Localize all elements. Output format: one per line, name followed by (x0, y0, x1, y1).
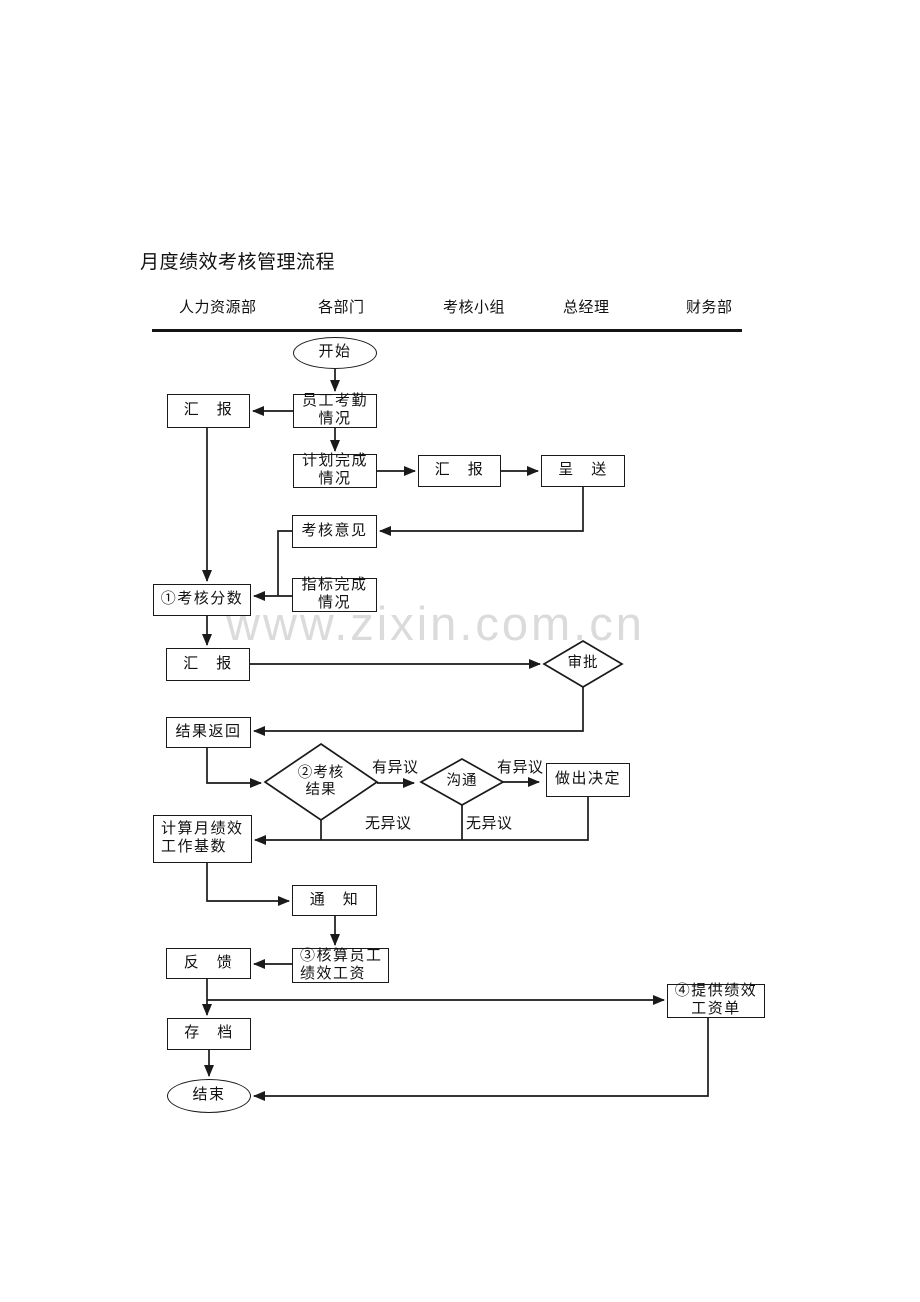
node-provide-payslip: ④提供绩效 工资单 (667, 983, 765, 1018)
page-title: 月度绩效考核管理流程 (140, 252, 336, 273)
edge-result-return-assessment-result (206, 748, 262, 788)
node-plan-completion: 计划完成 情况 (293, 453, 377, 488)
node-calc-base: 计算月绩效 工作基数 (153, 815, 252, 863)
edge-label-no-objection-2: 无异议 (466, 816, 513, 832)
assessment-result-diamond (263, 742, 379, 822)
edge-opinion-junction (277, 530, 292, 596)
node-start: 开始 (293, 337, 377, 369)
edge-approve-result-return (253, 687, 584, 736)
node-result-return: 结果返回 (166, 717, 251, 748)
node-report1: 汇 报 (167, 394, 250, 428)
edge-payslip-end (253, 1018, 709, 1101)
node-attendance: 员工考勤 情况 (293, 393, 377, 428)
node-communicate-label: 沟通 (446, 773, 478, 790)
node-notify: 通 知 (292, 885, 377, 916)
node-make-decision: 做出决定 (546, 763, 630, 797)
lane-header-general-manager: 总经理 (563, 300, 610, 316)
node-report3: 汇 报 (166, 648, 250, 681)
node-archive: 存 档 (167, 1018, 251, 1050)
edge-label-objection-1: 有异议 (372, 760, 419, 776)
approve-diamond (542, 640, 624, 688)
lane-header-hr: 人力资源部 (179, 300, 257, 316)
node-submit: 呈 送 (541, 455, 625, 487)
node-calc-salary: ③核算员工 绩效工资 (292, 948, 389, 983)
node-report2: 汇 报 (418, 455, 501, 487)
communicate-diamond (419, 758, 505, 806)
node-assessment-opinion: 考核意见 (292, 515, 377, 548)
edge-label-objection-2: 有异议 (497, 760, 544, 776)
node-indicator-completion: 指标完成 情况 (292, 577, 377, 612)
node-feedback: 反 馈 (166, 948, 251, 979)
node-end: 结束 (167, 1079, 251, 1113)
lane-header-assessment-team: 考核小组 (443, 300, 506, 316)
lane-header-finance: 财务部 (686, 300, 733, 316)
lane-header-departments: 各部门 (318, 300, 365, 316)
edge-calc-base-notify (206, 863, 290, 906)
node-assessment-score: ①考核分数 (153, 584, 251, 616)
edge-label-no-objection-1: 无异议 (365, 816, 412, 832)
lane-divider-line (152, 329, 742, 332)
node-approve-label: 审批 (567, 655, 599, 672)
edge-decision-calc-base (254, 797, 589, 845)
edge-submit-opinion (379, 487, 584, 536)
node-assessment-result-label: ②考核 结果 (297, 764, 345, 798)
